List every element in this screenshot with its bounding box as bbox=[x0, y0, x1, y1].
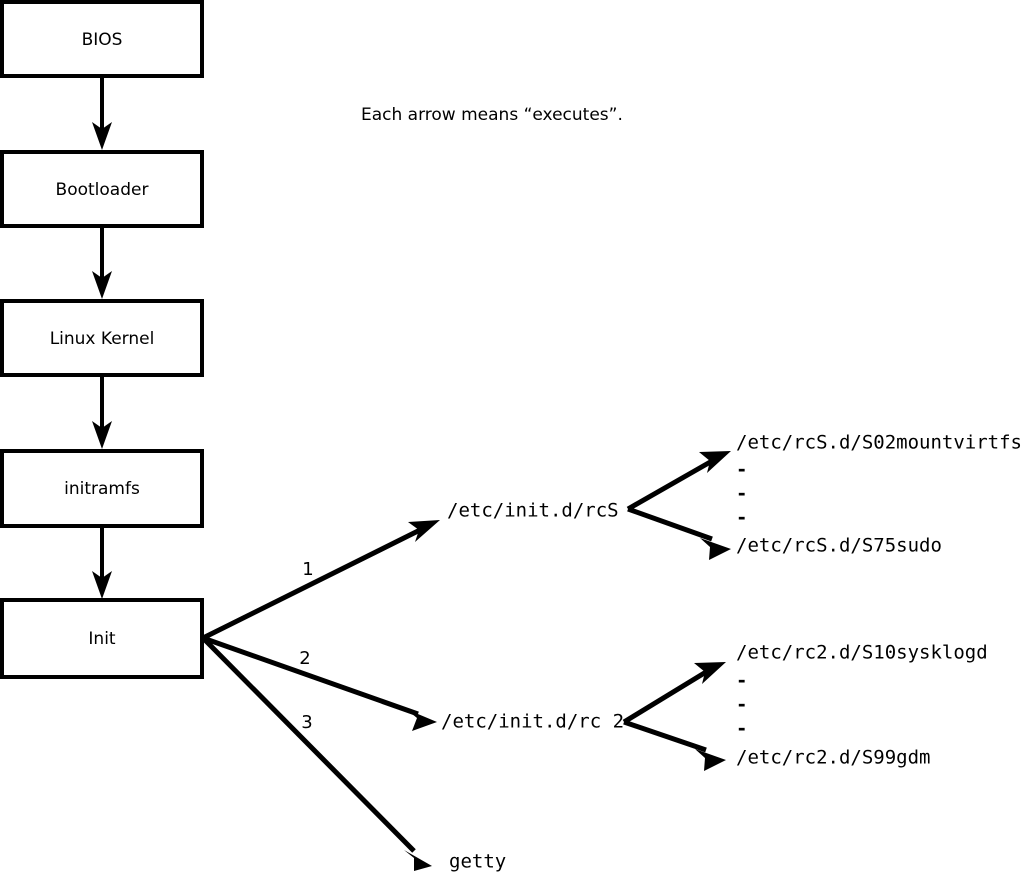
box-label-linux-kernel: Linux Kernel bbox=[50, 329, 155, 349]
branch-line-1 bbox=[201, 526, 424, 641]
chain-box-linux-kernel[interactable]: Linux Kernel bbox=[0, 299, 204, 377]
arrow-head-down-icon bbox=[92, 571, 112, 599]
branch-number-3: 3 bbox=[301, 712, 312, 733]
branch-target-rcs: /etc/init.d/rcS bbox=[447, 500, 619, 522]
arrow-head-rc2-bottom-icon bbox=[695, 749, 726, 771]
branch-number-1: 1 bbox=[302, 559, 313, 580]
diagram-caption: Each arrow means “executes”. bbox=[361, 105, 623, 125]
branch-line-3 bbox=[201, 636, 416, 853]
connector-bootloader-to-kernel bbox=[92, 226, 112, 299]
box-outline-bios bbox=[0, 0, 204, 78]
rcs-ellipsis-dash-2: - bbox=[736, 483, 747, 505]
chain-box-initramfs[interactable]: initramfs bbox=[0, 449, 204, 528]
arrow-head-down-icon bbox=[92, 421, 112, 449]
branch-target-getty: getty bbox=[449, 851, 506, 873]
box-outline-bootloader bbox=[0, 150, 204, 228]
branch-target-rc2: /etc/init.d/rc 2 bbox=[441, 711, 624, 733]
rcs-ellipsis-dash-1: - bbox=[736, 459, 747, 481]
box-label-initramfs: initramfs bbox=[64, 479, 140, 499]
arrow-head-branch-2-icon bbox=[406, 709, 437, 731]
box-outline-init bbox=[0, 598, 204, 679]
chain-box-bootloader[interactable]: Bootloader bbox=[0, 150, 204, 228]
rc2-branch-line-top bbox=[622, 669, 708, 725]
box-label-init: Init bbox=[88, 629, 116, 649]
rcs-script-last: /etc/rcS.d/S75sudo bbox=[736, 535, 942, 557]
connector-kernel-to-initramfs bbox=[92, 375, 112, 449]
rcs-branch-line-bottom bbox=[627, 506, 713, 542]
arrow-head-down-icon bbox=[92, 122, 112, 150]
rcs-script-fanout: /etc/rcS.d/S02mountvirtfs - - - /etc/rcS… bbox=[626, 432, 1022, 560]
arrow-head-branch-1-icon bbox=[408, 520, 440, 542]
arrow-head-rcs-top-icon bbox=[699, 451, 731, 473]
branch-number-2: 2 bbox=[299, 648, 310, 669]
chain-box-bios[interactable]: BIOS bbox=[0, 0, 204, 78]
box-label-bootloader: Bootloader bbox=[56, 180, 149, 200]
chain-box-init[interactable]: Init bbox=[0, 598, 204, 679]
rcs-branch-line-top bbox=[626, 458, 714, 512]
rc2-ellipsis-dash-3: - bbox=[736, 718, 747, 740]
arrow-head-branch-3-icon bbox=[404, 850, 432, 871]
connector-bios-to-bootloader bbox=[92, 76, 112, 150]
arrow-head-rc2-top-icon bbox=[694, 662, 726, 684]
rcs-script-first: /etc/rcS.d/S02mountvirtfs bbox=[736, 432, 1022, 454]
branch-line-2 bbox=[202, 635, 419, 717]
rc2-script-fanout: /etc/rc2.d/S10sysklogd - - - /etc/rc2.d/… bbox=[622, 642, 988, 771]
box-label-bios: BIOS bbox=[82, 30, 123, 50]
rc2-ellipsis-dash-1: - bbox=[736, 670, 747, 692]
rc2-script-first: /etc/rc2.d/S10sysklogd bbox=[736, 642, 988, 664]
box-outline-linux-kernel bbox=[0, 299, 204, 377]
arrow-head-down-icon bbox=[92, 271, 112, 299]
init-branch-2[interactable]: 2 /etc/init.d/rc 2 bbox=[202, 635, 624, 733]
connector-initramfs-to-init bbox=[92, 526, 112, 599]
rc2-script-last: /etc/rc2.d/S99gdm bbox=[736, 747, 930, 769]
rcs-ellipsis-dash-3: - bbox=[736, 507, 747, 529]
init-branch-3[interactable]: 3 getty bbox=[201, 636, 506, 873]
rc2-branch-line-bottom bbox=[623, 719, 707, 753]
rc2-ellipsis-dash-2: - bbox=[736, 694, 747, 716]
init-branch-1[interactable]: 1 /etc/init.d/rcS bbox=[201, 500, 619, 641]
arrow-head-rcs-bottom-icon bbox=[700, 538, 731, 560]
